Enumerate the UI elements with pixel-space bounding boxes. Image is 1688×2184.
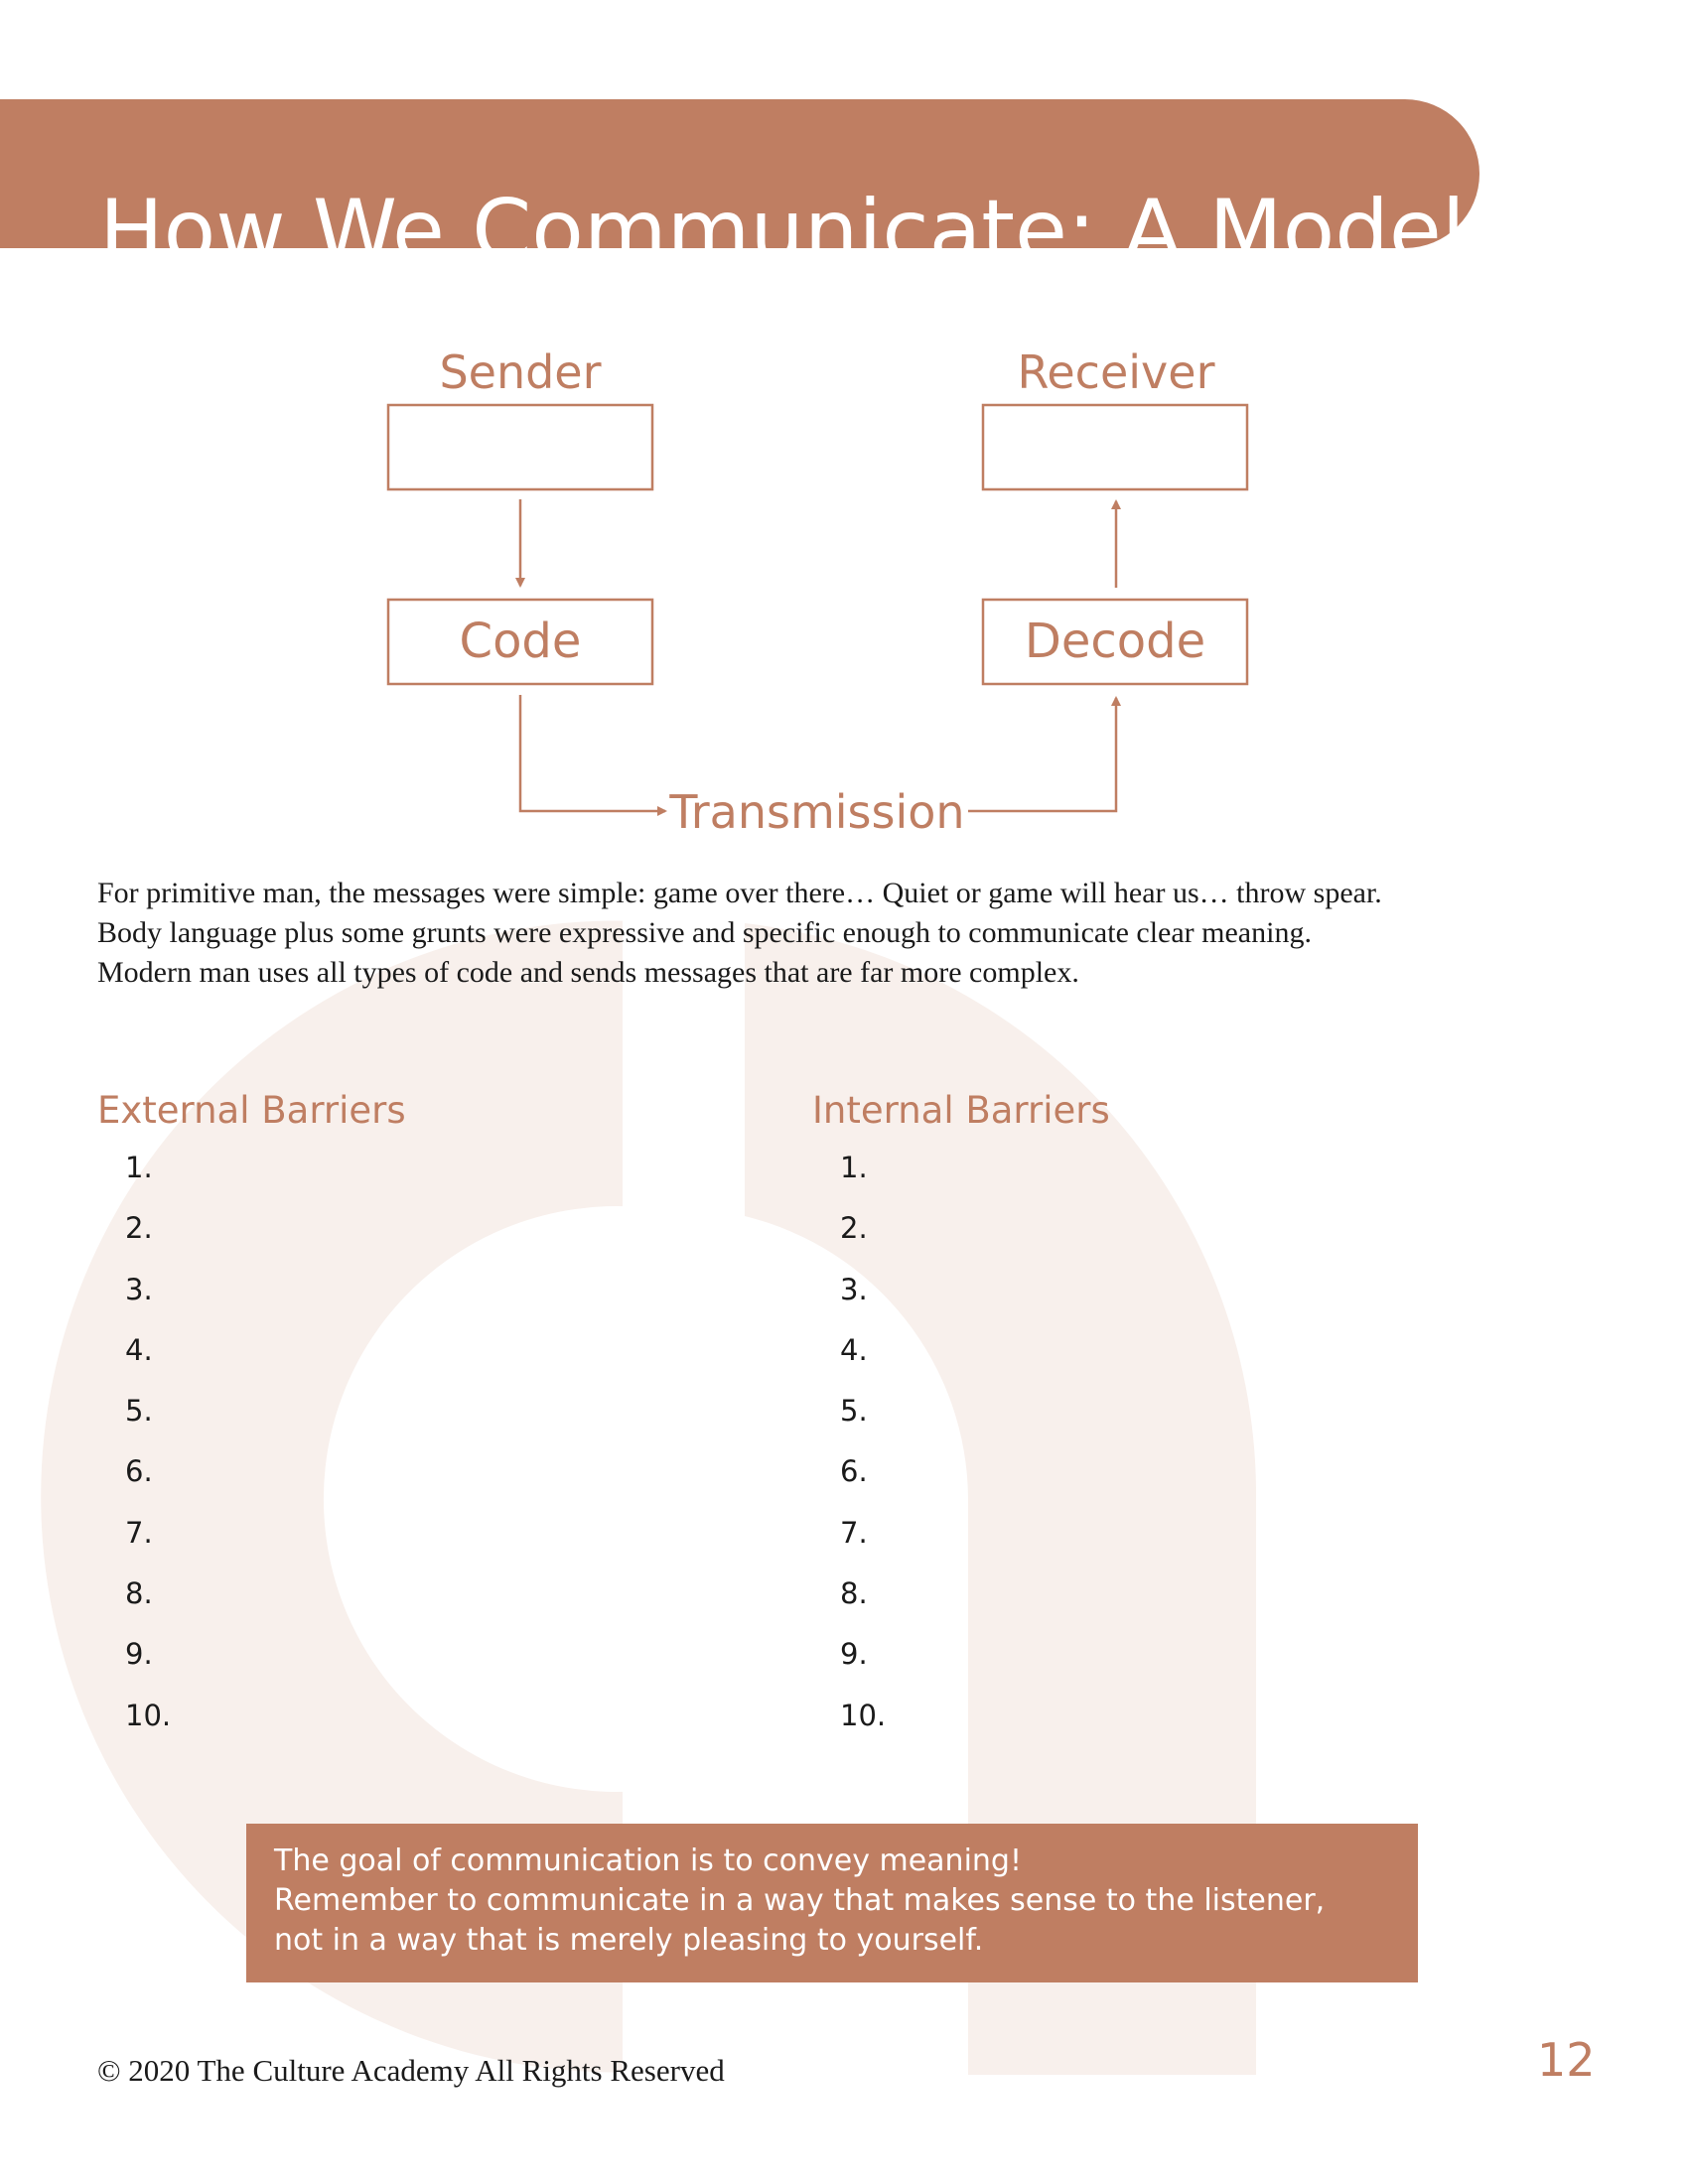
code-to-transmission-arrow xyxy=(518,695,667,816)
internal-barriers-list: 1. 2. 3. 4. 5. 6. 7. 8. 9. 10. xyxy=(812,1138,1110,1746)
code-box xyxy=(386,598,654,686)
intro-line: Body language plus some grunts were expr… xyxy=(97,916,1312,949)
callout-line: Remember to communicate in a way that ma… xyxy=(274,1883,1326,1918)
list-item: 10. xyxy=(125,1698,172,1732)
external-barriers-section: External Barriers 1. 2. 3. 4. 5. 6. 7. 8… xyxy=(97,1084,406,1746)
list-item: 1. xyxy=(840,1151,868,1184)
list-item: 7. xyxy=(125,1515,153,1550)
transmission-to-decode-arrow xyxy=(968,696,1121,813)
goal-callout: The goal of communication is to convey m… xyxy=(246,1824,1418,1982)
title-banner: How We Communicate: A Model xyxy=(0,99,1479,281)
transmission-label: Transmission xyxy=(668,785,964,839)
sender-label: Sender xyxy=(439,345,601,399)
list-item: 5. xyxy=(840,1394,868,1429)
list-item: 6. xyxy=(125,1454,153,1489)
copyright-footer: © 2020 The Culture Academy All Rights Re… xyxy=(97,2053,725,2088)
page-number: 12 xyxy=(1537,2033,1596,2087)
list-item: 4. xyxy=(840,1332,868,1367)
list-item: 8. xyxy=(125,1576,153,1611)
receiver-label: Receiver xyxy=(1017,345,1214,399)
list-item: 1. xyxy=(125,1151,153,1184)
intro-line: For primitive man, the messages were sim… xyxy=(97,877,1382,909)
callout-line: The goal of communication is to convey m… xyxy=(274,1843,1022,1878)
callout-line: not in a way that is merely pleasing to … xyxy=(274,1923,984,1958)
list-item: 3. xyxy=(125,1272,153,1306)
list-item: 8. xyxy=(840,1576,868,1611)
decode-box xyxy=(981,598,1249,686)
page-title: How We Communicate: A Model xyxy=(99,181,1466,281)
internal-barriers-section: Internal Barriers 1. 2. 3. 4. 5. 6. 7. 8… xyxy=(812,1084,1110,1746)
list-item: 5. xyxy=(125,1394,153,1429)
list-item: 10. xyxy=(840,1698,887,1732)
list-item: 2. xyxy=(840,1211,868,1246)
external-barriers-list: 1. 2. 3. 4. 5. 6. 7. 8. 9. 10. xyxy=(97,1138,406,1746)
list-item: 9. xyxy=(125,1637,153,1672)
list-item: 2. xyxy=(125,1211,153,1246)
list-item: 3. xyxy=(840,1272,868,1306)
internal-barriers-heading: Internal Barriers xyxy=(812,1089,1110,1132)
decode-label: Decode xyxy=(1025,614,1205,669)
receiver-box xyxy=(981,403,1249,491)
list-item: 9. xyxy=(840,1637,868,1672)
external-barriers-heading: External Barriers xyxy=(97,1089,406,1132)
list-item: 4. xyxy=(125,1332,153,1367)
communication-model-diagram: Sender Receiver Code Decode Transmission xyxy=(386,345,1249,839)
code-label: Code xyxy=(460,614,582,669)
intro-line: Modern man uses all types of code and se… xyxy=(97,956,1079,989)
intro-paragraph: For primitive man, the messages were sim… xyxy=(97,874,1587,993)
list-item: 6. xyxy=(840,1454,868,1489)
sender-box xyxy=(386,403,654,491)
list-item: 7. xyxy=(840,1515,868,1550)
